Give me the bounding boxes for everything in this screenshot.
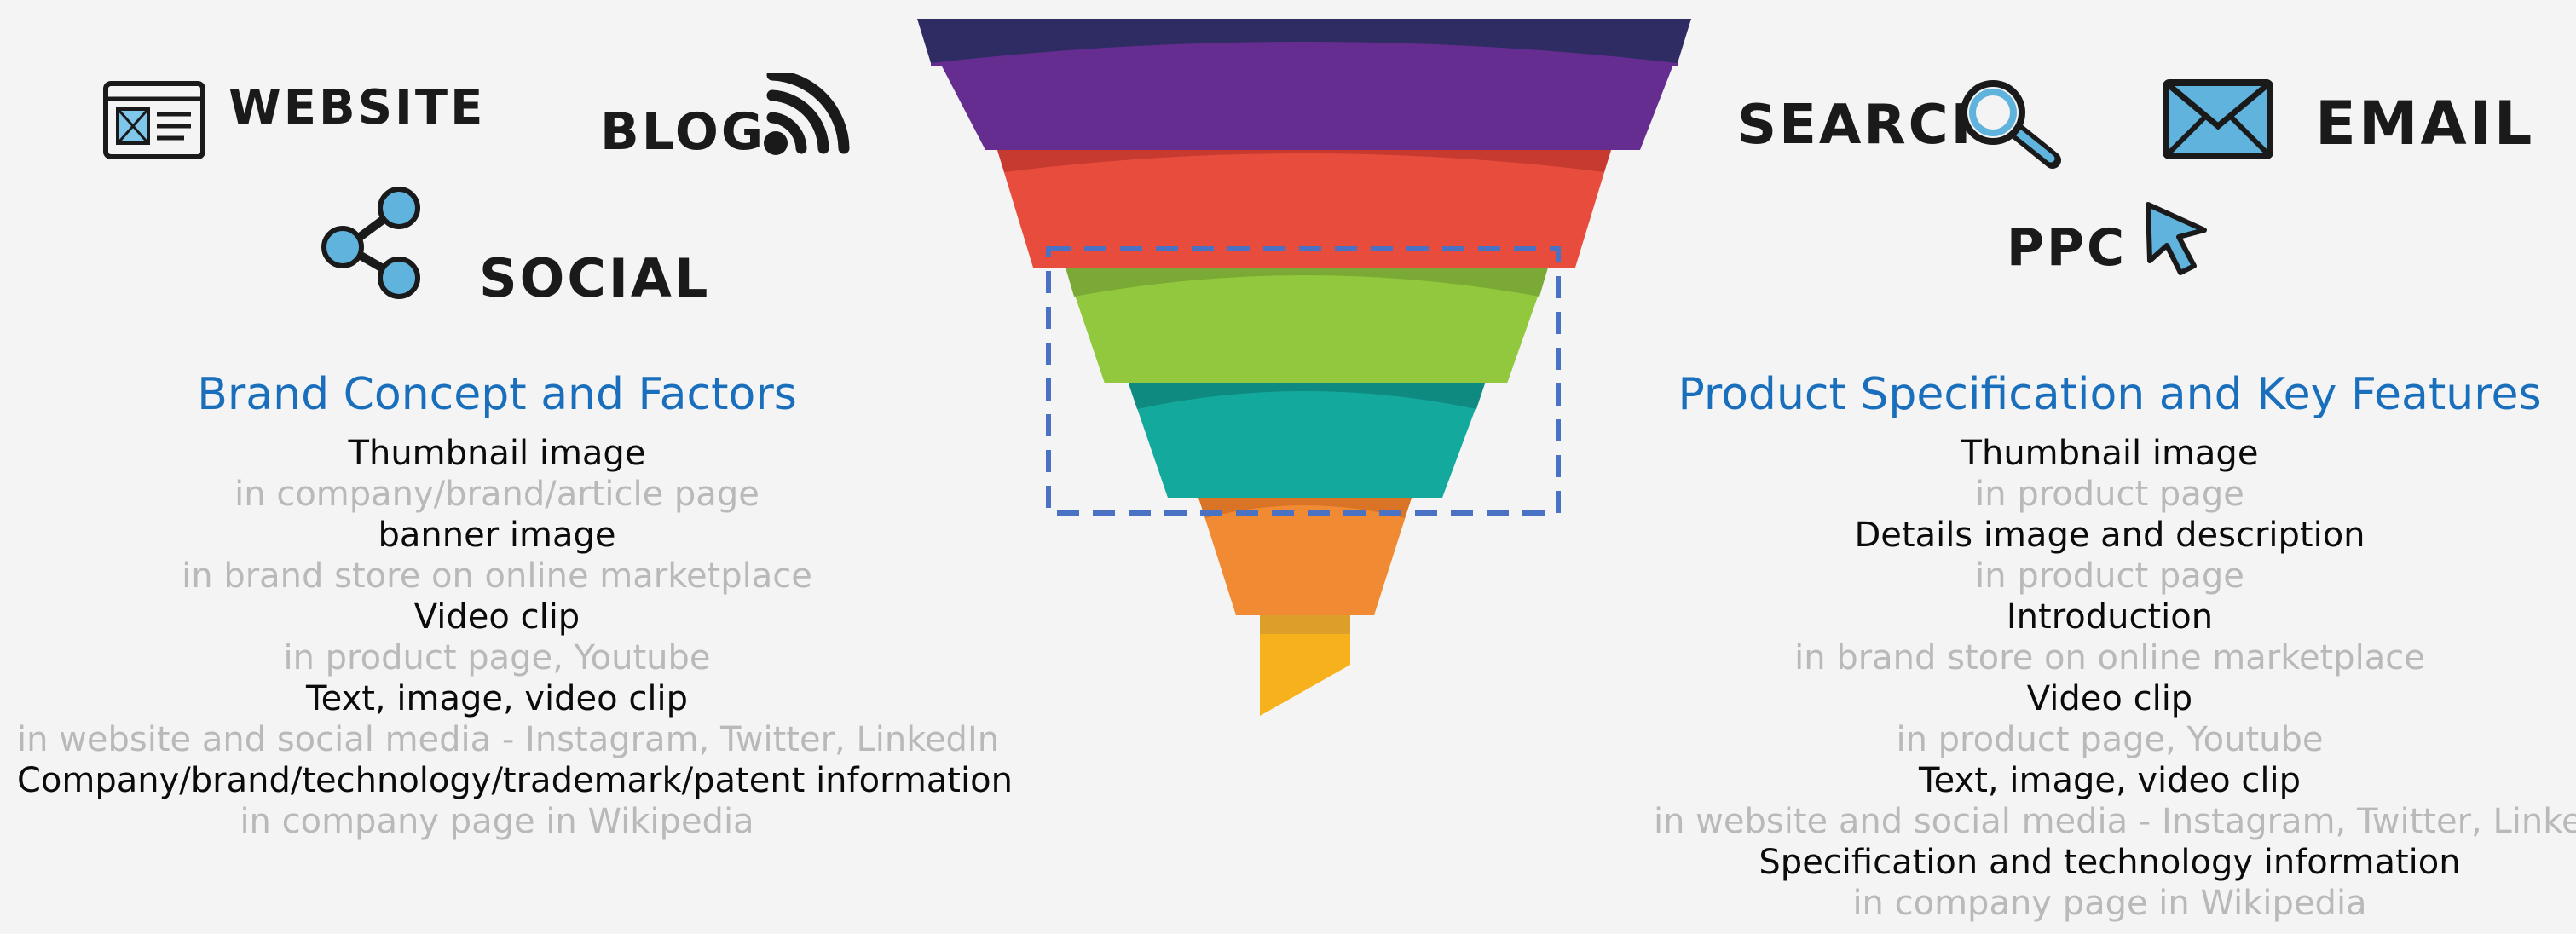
content-location: in brand store on online marketplace <box>1794 638 2425 677</box>
rss-icon <box>754 69 852 162</box>
funnel-layer-6 <box>1260 615 1350 716</box>
content-item: Thumbnail image <box>1961 434 2259 473</box>
share-icon <box>317 182 431 307</box>
brand-concept-column: Brand Concept and Factors Thumbnail imag… <box>17 365 1013 842</box>
content-item: Specification and technology information <box>1759 843 2461 882</box>
content-item: banner image <box>378 516 616 555</box>
funnel-layer-2 <box>997 150 1611 268</box>
cursor-icon <box>2141 199 2211 283</box>
content-location: in website and social media - Instagram,… <box>17 720 1000 759</box>
content-item: Company/brand/technology/trademark/paten… <box>17 761 1013 800</box>
content-item: Video clip <box>413 597 580 637</box>
funnel-highlight-box <box>1046 246 1561 516</box>
website-label: WEBSITE <box>228 80 486 135</box>
search-label: SEARCH <box>1737 94 2000 157</box>
content-location: in brand store on online marketplace <box>182 556 812 596</box>
content-location: in company page in Wikipedia <box>240 802 754 841</box>
blog-label: BLOG <box>600 102 766 162</box>
content-location: in company/brand/article page <box>234 475 760 514</box>
content-item: Text, image, video clip <box>1919 761 2301 800</box>
content-location: in product page <box>1975 475 2244 514</box>
content-location: in product page, Youtube <box>1896 720 2324 759</box>
mail-icon <box>2162 78 2276 165</box>
product-spec-column: Product Specification and Key Features T… <box>1654 365 2576 924</box>
search-icon <box>1950 78 2061 172</box>
content-item: Video clip <box>2026 679 2193 718</box>
content-item: Thumbnail image <box>348 434 646 473</box>
social-label: SOCIAL <box>479 247 711 309</box>
product-spec-title: Product Specification and Key Features <box>1678 369 2542 420</box>
content-location: in company page in Wikipedia <box>1852 884 2367 923</box>
email-label: EMAIL <box>2315 89 2535 159</box>
funnel <box>917 19 1691 716</box>
funnel-layer-3 <box>1066 268 1548 383</box>
website-icon <box>102 80 208 165</box>
ppc-label: PPC <box>2007 218 2127 278</box>
brand-concept-title: Brand Concept and Factors <box>197 369 797 420</box>
content-location: in product page <box>1975 556 2244 596</box>
funnel-layer-4 <box>1129 383 1485 498</box>
content-item: Introduction <box>2006 597 2214 637</box>
funnel-layer-5 <box>1198 498 1412 615</box>
content-location: in product page, Youtube <box>283 638 711 677</box>
content-item: Details image and description <box>1854 516 2365 555</box>
funnel-layer-1 <box>917 19 1691 150</box>
content-location: in website and social media - Instagram,… <box>1654 802 2576 841</box>
content-item: Text, image, video clip <box>306 679 688 718</box>
